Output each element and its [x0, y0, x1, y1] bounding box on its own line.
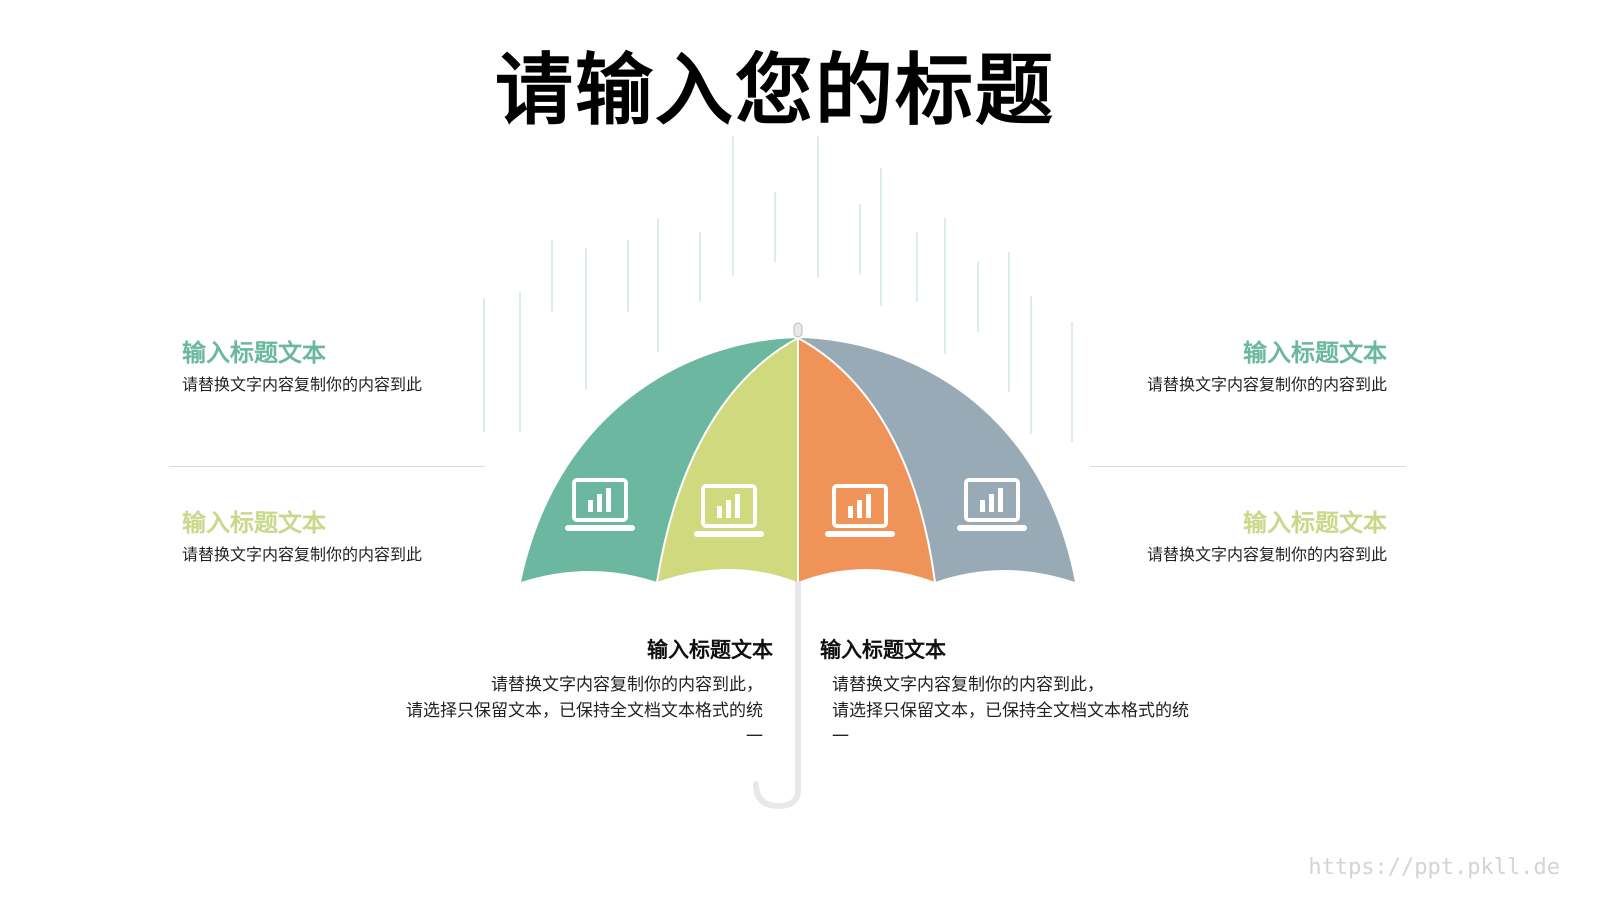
bottom-left-heading: 输入标题文本 [647, 638, 773, 662]
bottom-left-desc: 请替换文字内容复制你的内容到此， 请选择只保留文本，已保持全文档文本格式的统 一 [355, 672, 775, 750]
bottom-right-desc: 请替换文字内容复制你的内容到此， 请选择只保留文本，已保持全文档文本格式的统 一 [820, 672, 1240, 750]
right-item-2-desc: 请替换文字内容复制你的内容到此 [1146, 545, 1387, 564]
bottom-left-line-3: 一 [746, 727, 763, 747]
bottom-right-line-3: 一 [832, 727, 849, 747]
page-title: 请输入您的标题 [494, 46, 1055, 136]
left-item-2: 输入标题文本 请替换文字内容复制你的内容到此 [182, 508, 482, 566]
laptop-chart-icon [565, 478, 635, 531]
bottom-left-item: 输入标题文本 请替换文字内容复制你的内容到此， 请选择只保留文本，已保持全文档文… [355, 636, 775, 750]
rain-lines [483, 136, 1073, 442]
watermark: https://ppt.pkll.de [1308, 855, 1560, 880]
laptop-chart-icon [694, 484, 764, 537]
right-item-1: 输入标题文本 请替换文字内容复制你的内容到此 [1087, 338, 1387, 396]
bottom-right-line-2: 请选择只保留文本，已保持全文档文本格式的统 [832, 701, 1189, 721]
bottom-left-line-1: 请替换文字内容复制你的内容到此， [491, 675, 763, 695]
left-item-1-heading: 输入标题文本 [182, 339, 326, 367]
left-item-1-desc: 请替换文字内容复制你的内容到此 [182, 375, 423, 394]
bottom-right-line-1: 请替换文字内容复制你的内容到此， [832, 675, 1104, 695]
umbrella-segment-2 [657, 338, 798, 582]
right-divider [1090, 466, 1406, 467]
right-item-2-heading: 输入标题文本 [1243, 509, 1387, 537]
laptop-chart-icon [957, 478, 1027, 531]
umbrella-tip [793, 322, 803, 338]
laptop-chart-icon [825, 484, 895, 537]
umbrella-handle [753, 577, 801, 810]
right-item-1-heading: 输入标题文本 [1243, 339, 1387, 367]
left-item-2-desc: 请替换文字内容复制你的内容到此 [182, 545, 423, 564]
bottom-right-heading: 输入标题文本 [820, 638, 946, 662]
bottom-left-line-2: 请选择只保留文本，已保持全文档文本格式的统 [406, 701, 763, 721]
bottom-right-item: 输入标题文本 请替换文字内容复制你的内容到此， 请选择只保留文本，已保持全文档文… [820, 636, 1240, 750]
left-item-1: 输入标题文本 请替换文字内容复制你的内容到此 [182, 338, 482, 396]
right-item-2: 输入标题文本 请替换文字内容复制你的内容到此 [1087, 508, 1387, 566]
left-item-2-heading: 输入标题文本 [182, 509, 326, 537]
right-item-1-desc: 请替换文字内容复制你的内容到此 [1146, 375, 1387, 394]
left-divider [169, 466, 485, 467]
